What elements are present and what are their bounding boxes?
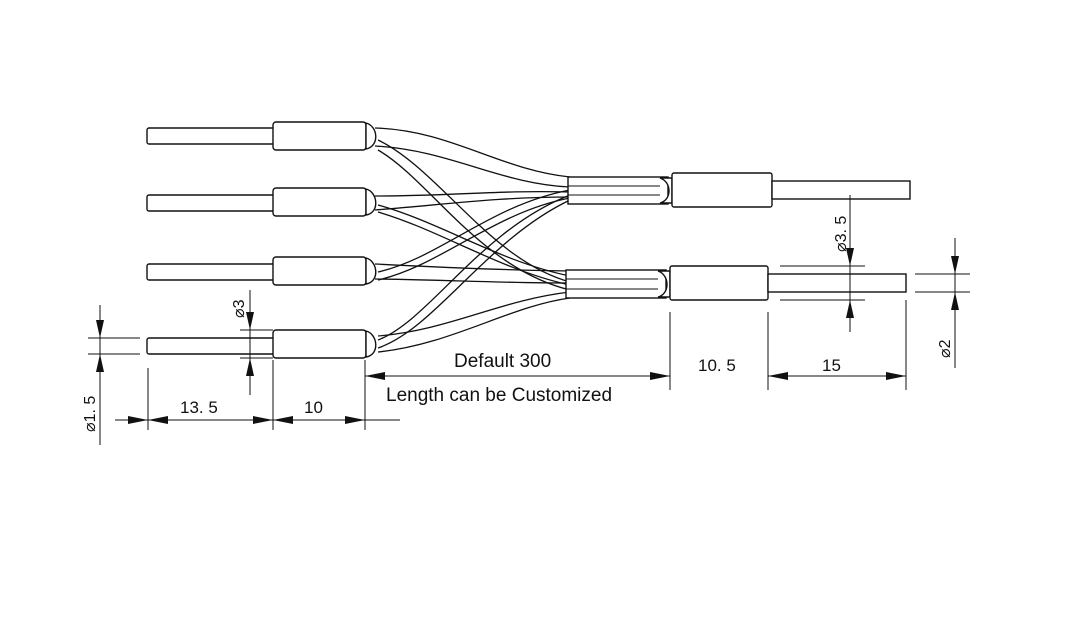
junction-sleeve-upper [567, 176, 669, 205]
cable-4 [377, 291, 571, 337]
cable-3 [374, 263, 571, 272]
left-pin-1 [146, 127, 276, 145]
dimension-lines [88, 195, 970, 445]
left-sleeve-1 [272, 121, 367, 151]
right-pin-upper [771, 180, 911, 200]
left-pins [146, 127, 276, 355]
label-length-default: Default 300 [454, 351, 551, 372]
right-sleeve-upper [671, 172, 773, 208]
left-pin-2 [146, 194, 276, 212]
left-sleeves [272, 121, 377, 359]
cables [374, 127, 571, 353]
dimension-labels: Default 300 Length can be Customized 10.… [82, 216, 954, 432]
label-left-sleeve: 10 [304, 398, 323, 417]
cable-1 [374, 127, 571, 178]
left-sleeve-4 [272, 329, 367, 359]
right-connectors [565, 172, 911, 301]
label-right-pin: 15 [822, 356, 841, 375]
label-right-sleeve: 10. 5 [698, 356, 736, 375]
left-pin-3 [146, 263, 276, 281]
label-dia-sleeve-left: ⌀3 [231, 299, 248, 318]
label-dia-pin-right: ⌀2 [937, 339, 954, 358]
right-sleeve-lower [669, 265, 769, 301]
label-dia-sleeve-right: ⌀3. 5 [833, 216, 850, 252]
label-dia-pin-left: ⌀1. 5 [82, 396, 99, 432]
label-length-note: Length can be Customized [386, 385, 612, 406]
left-pin-4 [146, 337, 276, 355]
left-sleeve-2 [272, 187, 367, 217]
left-sleeve-3 [272, 256, 367, 286]
label-left-pin: 13. 5 [180, 398, 218, 417]
right-pin-lower [767, 273, 907, 293]
junction-sleeve-lower [565, 269, 667, 299]
